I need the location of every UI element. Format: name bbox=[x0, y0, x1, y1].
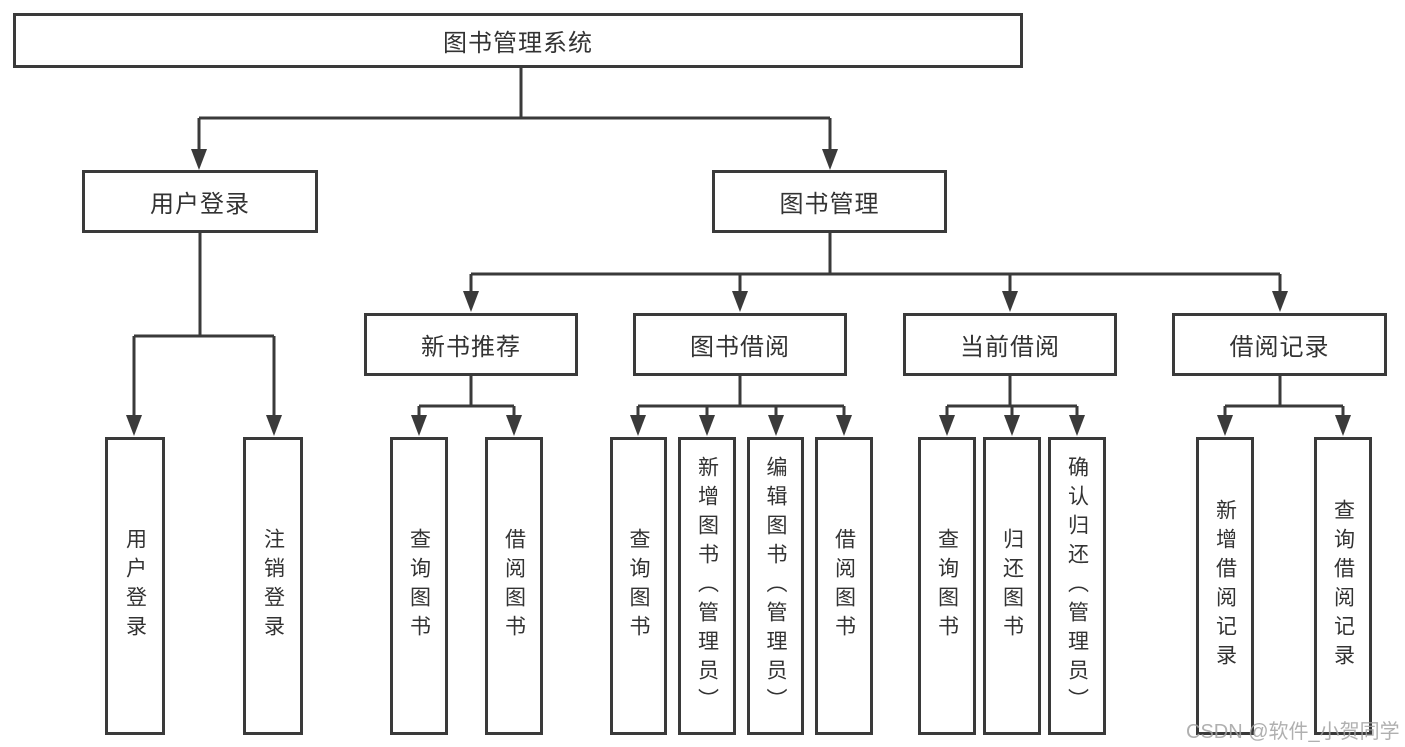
leaf-edit-books-admin: 编辑图书（管理员） bbox=[747, 437, 804, 735]
node-label: 新书推荐 bbox=[421, 334, 521, 361]
node-user-login: 用户登录 bbox=[82, 170, 318, 233]
leaf-label: 用户登录 bbox=[123, 528, 147, 644]
node-current-borrowing: 当前借阅 bbox=[903, 313, 1117, 376]
leaf-label: 注销登录 bbox=[261, 528, 285, 644]
leaf-logout: 注销登录 bbox=[243, 437, 303, 735]
leaf-confirm-return-admin: 确认归还（管理员） bbox=[1048, 437, 1106, 735]
leaf-add-borrow-record: 新增借阅记录 bbox=[1196, 437, 1254, 735]
leaf-return-books: 归还图书 bbox=[983, 437, 1041, 735]
leaf-add-books-admin: 新增图书（管理员） bbox=[678, 437, 736, 735]
leaf-label: 借阅图书 bbox=[832, 528, 856, 644]
leaf-query-borrow-record: 查询借阅记录 bbox=[1314, 437, 1372, 735]
leaf-borrow-books-under-borrowing: 借阅图书 bbox=[815, 437, 873, 735]
node-book-management: 图书管理 bbox=[712, 170, 947, 233]
leaf-label: 查询图书 bbox=[935, 528, 959, 644]
leaf-query-books-under-current: 查询图书 bbox=[918, 437, 976, 735]
leaf-label: 新增借阅记录 bbox=[1213, 499, 1237, 673]
csdn-watermark: CSDN @软件_小贺同学 bbox=[1186, 721, 1400, 743]
node-label: 图书管理 bbox=[779, 191, 880, 218]
leaf-label: 确认归还（管理员） bbox=[1065, 455, 1089, 717]
leaf-query-books-under-recommendation: 查询图书 bbox=[390, 437, 448, 735]
leaf-label: 新增图书（管理员） bbox=[695, 455, 719, 717]
node-library-management-system: 图书管理系统 bbox=[13, 13, 1023, 68]
leaf-label: 借阅图书 bbox=[502, 528, 526, 644]
node-borrowing-records: 借阅记录 bbox=[1172, 313, 1387, 376]
node-label: 用户登录 bbox=[150, 191, 250, 218]
node-label: 图书借阅 bbox=[690, 334, 790, 361]
leaf-label: 查询图书 bbox=[407, 528, 431, 644]
leaf-label: 查询图书 bbox=[627, 528, 650, 644]
node-label: 图书管理系统 bbox=[443, 30, 593, 57]
node-new-book-recommendation: 新书推荐 bbox=[364, 313, 578, 376]
leaf-label: 归还图书 bbox=[1000, 528, 1024, 644]
leaf-borrow-books-under-recommendation: 借阅图书 bbox=[485, 437, 543, 735]
leaf-user-login: 用户登录 bbox=[105, 437, 165, 735]
node-book-borrowing: 图书借阅 bbox=[633, 313, 847, 376]
leaf-label: 编辑图书（管理员） bbox=[764, 455, 787, 717]
leaf-query-books-under-borrowing: 查询图书 bbox=[610, 437, 667, 735]
node-label: 借阅记录 bbox=[1229, 334, 1330, 361]
leaf-label: 查询借阅记录 bbox=[1331, 499, 1355, 673]
node-label: 当前借阅 bbox=[960, 334, 1060, 361]
